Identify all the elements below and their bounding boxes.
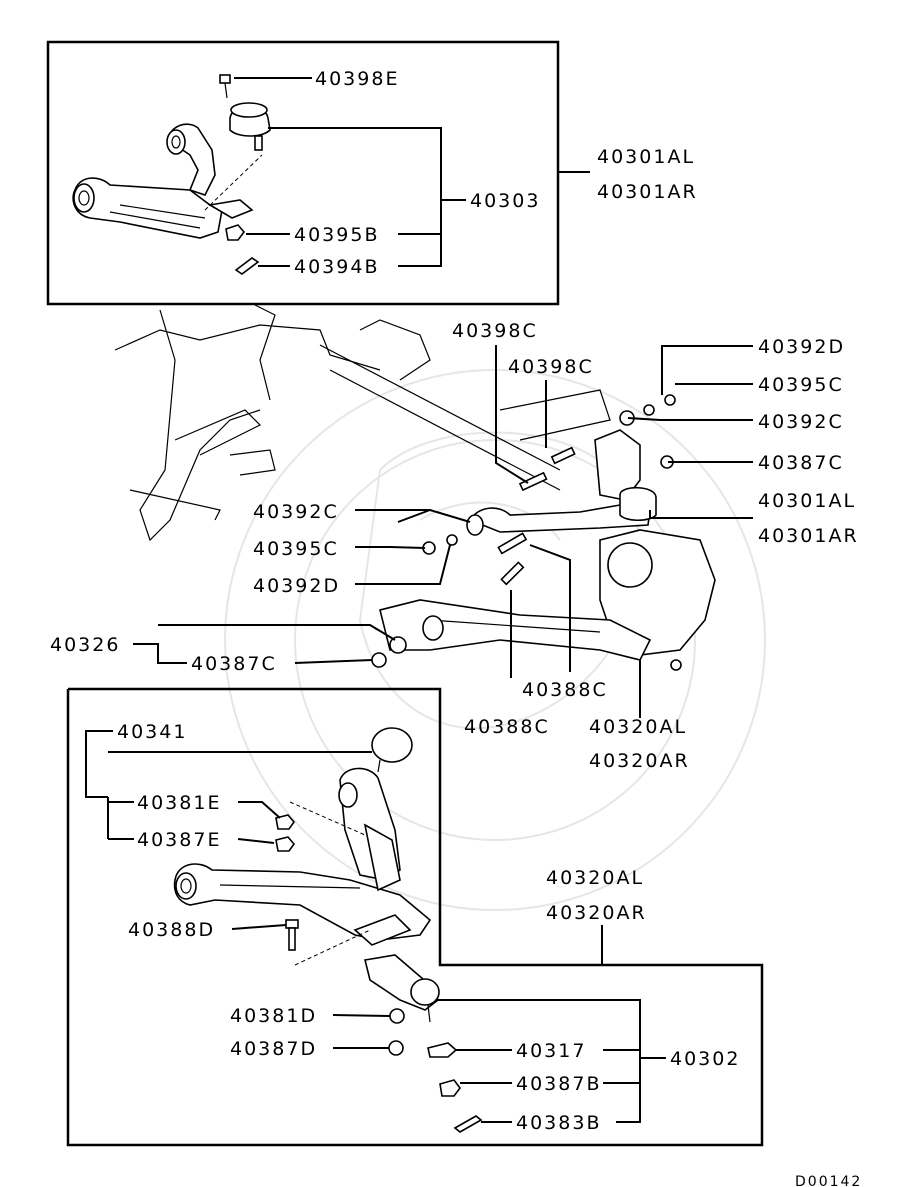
label-40398E: 40398E	[315, 68, 399, 90]
upper-arm-drawing	[72, 74, 271, 275]
label-40383B: 40383B	[516, 1112, 601, 1134]
main-assembly-drawing	[114, 304, 716, 671]
label-40398C-b: 40398C	[508, 356, 594, 378]
label-40302: 40302	[670, 1048, 740, 1070]
label-40392C-left: 40392C	[253, 501, 339, 523]
label-40387C-right: 40387C	[758, 452, 844, 474]
label-40320AR-lower: 40320AR	[546, 902, 647, 924]
label-40326: 40326	[50, 634, 120, 656]
label-40303: 40303	[470, 190, 540, 212]
label-40392D-left: 40392D	[253, 575, 340, 597]
label-40317: 40317	[516, 1040, 586, 1062]
label-40301AL-top: 40301AL	[597, 146, 695, 168]
diagram-code: D00142	[795, 1174, 862, 1187]
label-40395C-left: 40395C	[253, 538, 339, 560]
label-40392C-right: 40392C	[758, 411, 844, 433]
label-40395C-right: 40395C	[758, 374, 844, 396]
label-40320AL-mid: 40320AL	[589, 716, 687, 738]
label-40387C-left: 40387C	[191, 653, 277, 675]
label-40320AL-lower: 40320AL	[546, 867, 644, 889]
lower-inset: 40341 40381E 40387E 40320AL 40320AR 4038…	[66, 687, 764, 1147]
label-40301AR-right: 40301AR	[758, 525, 859, 547]
label-40387E: 40387E	[137, 829, 221, 851]
label-40398C-a: 40398C	[452, 320, 538, 342]
label-40301AL-right: 40301AL	[758, 490, 856, 512]
label-40341: 40341	[117, 721, 187, 743]
label-40388C-a: 40388C	[522, 679, 608, 701]
label-40395B: 40395B	[294, 224, 379, 246]
lower-inset-frame	[66, 687, 764, 1147]
label-40320AR-mid: 40320AR	[589, 750, 690, 772]
label-40387B: 40387B	[516, 1073, 601, 1095]
label-40301AR-top: 40301AR	[597, 181, 698, 203]
lower-arm-drawing	[173, 727, 483, 1133]
label-40388C-b: 40388C	[464, 716, 550, 738]
label-40387D: 40387D	[230, 1038, 317, 1060]
label-40394B: 40394B	[294, 256, 379, 278]
label-40381E: 40381E	[137, 792, 221, 814]
upper-inset: 40398E 40303 40395B 40394B 40301AL 40301…	[46, 40, 698, 306]
label-40392D-right: 40392D	[758, 336, 845, 358]
label-40381D: 40381D	[230, 1005, 317, 1027]
label-40388D: 40388D	[128, 919, 215, 941]
main-leader-lines	[133, 345, 753, 718]
